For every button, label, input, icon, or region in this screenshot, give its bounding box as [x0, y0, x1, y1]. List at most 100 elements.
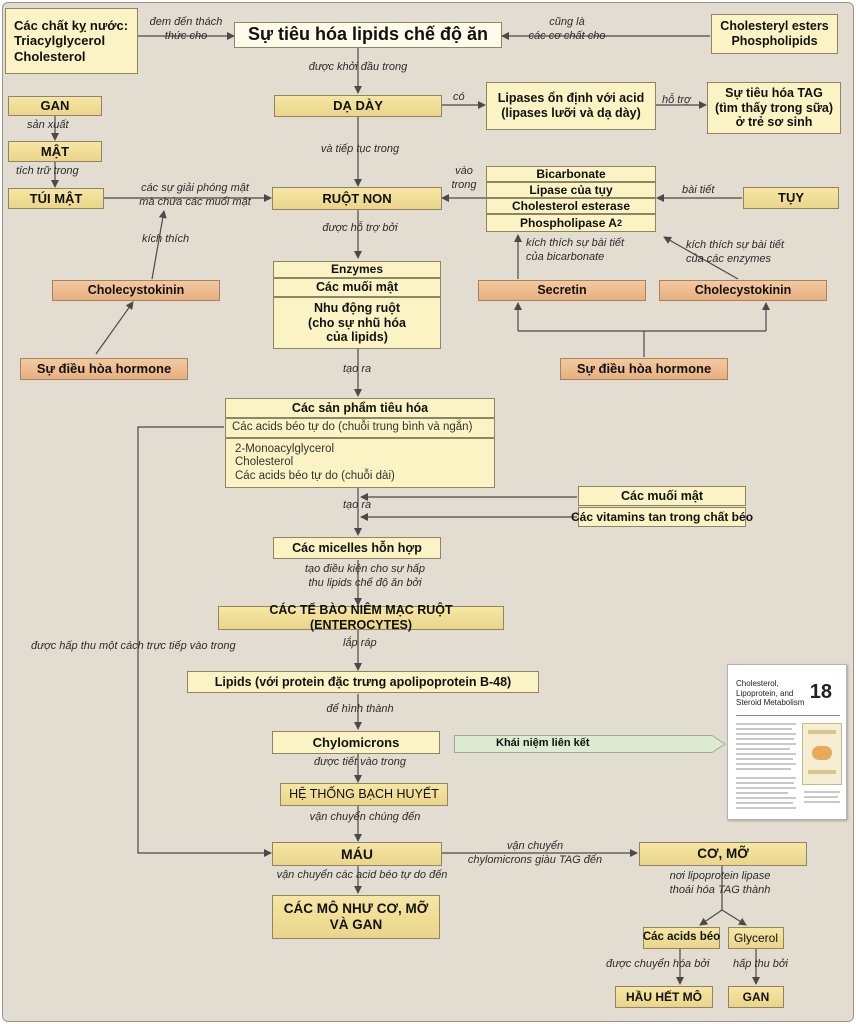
thumbnail-text-line	[736, 723, 796, 725]
thumbnail-text-line	[736, 792, 788, 794]
products-title-box: Các sản phẩm tiêu hóa	[225, 398, 495, 418]
chapter-thumbnail[interactable]: Cholesterol, Lipoprotein, and Steroid Me…	[727, 664, 847, 820]
line-hormone-branch	[518, 330, 766, 357]
label-hap-thu-boi: hấp thu bởi	[733, 958, 788, 970]
monoacylglycerol-text: 2-Monoacylglycerol	[235, 442, 335, 455]
thumbnail-figure-node	[812, 746, 832, 760]
fatty-acids-box: Các acids béo	[643, 927, 720, 949]
linked-concept-arrow[interactable]	[454, 735, 726, 753]
dietary-lipids-cholesterol: Cholesterol	[14, 48, 86, 64]
mat-label: MẬT	[40, 143, 70, 159]
arrow-split-to-fattyacids	[699, 909, 723, 926]
mau-box: MÁU	[272, 842, 442, 866]
nhu-dong-line2: (cho sự nhũ hóa	[308, 315, 406, 330]
label-cung-la-line2: các cơ chất cho	[528, 29, 606, 42]
label-ks-bicarbonate: kích thích sự bài tiết của bicarbonate	[526, 237, 624, 265]
label-dieu-kien-line2: thu lipids chế độ ăn bởi	[308, 576, 422, 589]
gan-top-box: GAN	[8, 96, 102, 116]
thumbnail-text-line	[736, 787, 796, 789]
ruot-non-label: RUỘT NON	[322, 190, 392, 206]
cholesteryl-esters-text: Cholesteryl esters	[720, 19, 829, 34]
tuy-box: TỤY	[743, 187, 839, 209]
thumbnail-title-line1: Cholesterol,	[736, 679, 779, 688]
nhu-dong-line1: Nhu động ruột	[313, 300, 401, 315]
gan-bottom-box: GAN	[728, 986, 784, 1008]
label-lap-rap: lắp ráp	[343, 637, 377, 649]
enzymes-label: Enzymes	[330, 262, 384, 277]
label-ks-enzymes-line1: kích thích sự bài tiết	[686, 239, 785, 251]
thumbnail-text-line	[736, 802, 793, 804]
gan-bottom-label: GAN	[742, 989, 770, 1004]
bicarbonate-label: Bicarbonate	[536, 166, 606, 181]
enzymes-box: Enzymes	[273, 261, 441, 278]
label-ks-bicarbonate-line1: kích thích sự bài tiết	[526, 237, 625, 249]
products-long-box: 2-Monoacylglycerol Cholesterol Các acids…	[225, 438, 495, 488]
cck-left-label: Cholecystokinin	[87, 283, 185, 298]
thumbnail-figure	[802, 723, 842, 785]
bicarbonate-box: Bicarbonate	[486, 166, 656, 182]
label-van-chuyen-chylo-line1: vận chuyển	[506, 840, 564, 852]
lipase-tuy-box: Lipase của tụy	[486, 182, 656, 198]
mat-box: MẬT	[8, 141, 102, 162]
glycerol-box: Glycerol	[728, 927, 784, 949]
thumbnail-text-line	[804, 801, 840, 803]
long-fatty-acids-text: Các acids béo tự do (chuỗi dài)	[235, 469, 395, 482]
label-ks-enzymes: kích thích sự bài tiết của các enzymes	[686, 239, 784, 267]
tissues-line1: CÁC MÔ NHƯ CƠ, MỠ	[283, 901, 429, 917]
label-giai-phong-line2: mà chứa các muối mật	[139, 195, 251, 208]
label-giai-phong-line1: các sự giải phóng mật	[141, 182, 249, 194]
label-van-chuyen-chylo: vận chuyển chylomicrons giàu TAG đến	[460, 840, 610, 868]
hormone-left-label: Sự điều hòa hormone	[36, 361, 172, 377]
phospholipase-label: Phospholipase A	[520, 215, 617, 230]
products-short-box: Các acids béo tự do (chuỗi trung bình và…	[225, 418, 495, 438]
chylomicrons-box: Chylomicrons	[272, 731, 440, 754]
thumbnail-text-line	[736, 763, 796, 765]
thumbnail-text-line	[736, 782, 794, 784]
products-title-label: Các sản phẩm tiêu hóa	[291, 400, 429, 415]
fatty-acids-label: Các acids béo	[642, 931, 721, 944]
tui-mat-box: TÚI MẬT	[8, 188, 104, 209]
label-truc-tiep: được hấp thu một cách trực tiếp vào tron…	[31, 640, 236, 652]
hau-het-mo-label: HẦU HẾT MÔ	[626, 989, 702, 1004]
lipids-apo-label: Lipids (với protein đặc trưng apolipopro…	[214, 674, 512, 689]
muoi-mat-box: Các muối mật	[273, 278, 441, 297]
label-tao-ra-2: tạo ra	[343, 499, 372, 511]
label-trong-line: trong	[451, 178, 477, 191]
label-ho-tro-boi: được hỗ trợ bởi	[322, 222, 398, 234]
label-cung-la: cũng là các cơ chất cho	[512, 16, 622, 44]
secretin-box: Secretin	[478, 280, 646, 301]
tag-infant-box: Sự tiêu hóa TAG (tìm thấy trong sữa) ở t…	[707, 82, 841, 134]
thumbnail-text-line	[736, 768, 791, 770]
label-van-chuyen-acid: vận chuyển các acid béo tự do đến	[276, 869, 448, 881]
thumbnail-text-line	[736, 748, 790, 750]
label-lipoprotein-lipase: nơi lipoprotein lipase thoái hóa TAG thà…	[655, 870, 785, 898]
label-co: có	[453, 91, 465, 103]
co-mo-box: CƠ, MỠ	[639, 842, 807, 866]
arrow-hormone-to-cck	[95, 301, 134, 355]
micelles-label: Các micelles hỗn hợp	[292, 540, 422, 555]
tissues-box: CÁC MÔ NHƯ CƠ, MỠ VÀ GAN	[272, 895, 440, 939]
label-dem-den-line1: đem đến thách	[149, 16, 223, 28]
products-short-label: Các acids béo tự do (chuỗi trung bình và…	[232, 421, 473, 434]
label-tiep-tuc: và tiếp tục trong	[320, 143, 400, 155]
gan-top-label: GAN	[40, 98, 70, 114]
lipases-acid-box: Lipases ổn định với acid (lipases lưỡi v…	[486, 82, 656, 130]
label-dem-den: đem đến thách thức cho	[140, 16, 232, 44]
label-kich-thich: kích thích	[142, 233, 190, 245]
label-tao-ra-1: tạo ra	[343, 363, 372, 375]
label-van-chuyen-chylo-line2: chylomicrons giàu TAG đến	[467, 853, 603, 866]
chylomicrons-label: Chylomicrons	[312, 734, 400, 750]
cck-right-box: Cholecystokinin	[659, 280, 827, 301]
diagram-title: Sự tiêu hóa lipids chế độ ăn	[247, 24, 489, 45]
dietary-lipids-box: Các chất kỵ nước: Triacylglycerol Choles…	[5, 8, 138, 74]
nhu-dong-line3: của lipids)	[326, 330, 388, 345]
thumbnail-rule	[736, 715, 840, 716]
label-lipoprotein-lipase-line1: nơi lipoprotein lipase	[669, 870, 771, 882]
linked-concept-label[interactable]: Khái niệm liên kết	[496, 737, 590, 749]
label-van-chuyen-chung: vận chuyển chúng đến	[309, 811, 421, 823]
lipase-tuy-label: Lipase của tụy	[529, 182, 613, 197]
label-vao-line: vào	[455, 165, 473, 177]
co-mo-label: CƠ, MỠ	[697, 846, 749, 862]
